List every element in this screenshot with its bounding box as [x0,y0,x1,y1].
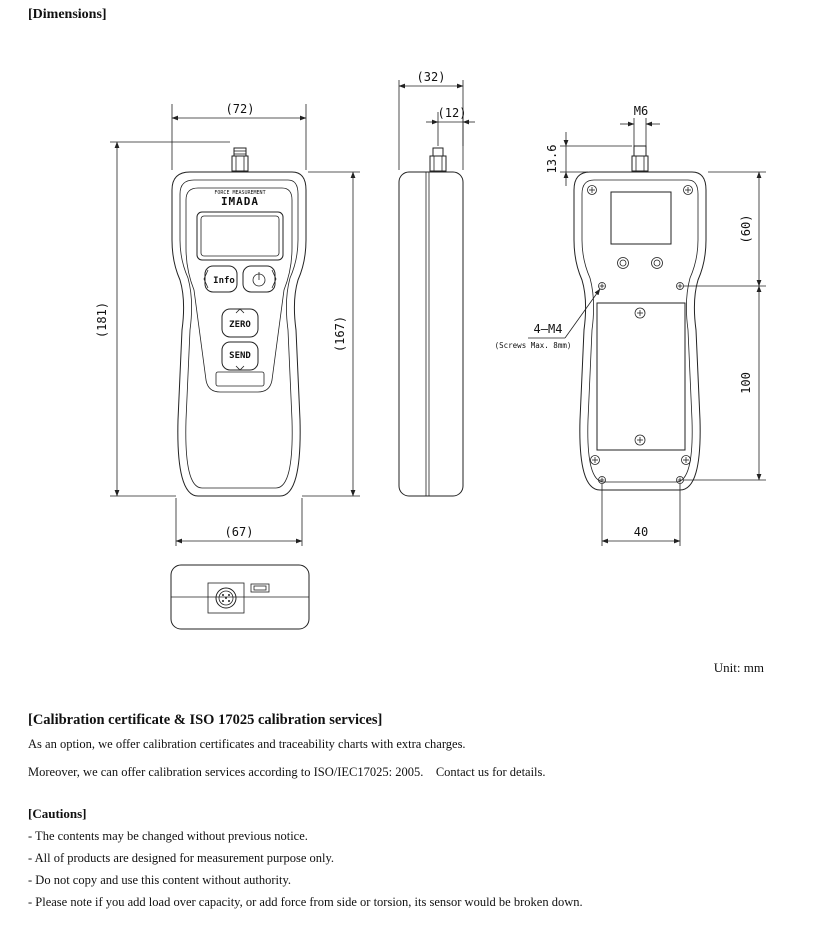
info-button-label: Info [213,276,235,286]
dim-width-top: (72) [226,102,255,116]
calibration-line-1: As an option, we offer calibration certi… [28,737,466,751]
dim-depth: (32) [417,70,446,84]
dim-height-body: (167) [333,316,347,352]
caution-item: - The contents may be changed without pr… [28,829,308,843]
brand-logo: IMADA [221,195,259,208]
caution-item: - Please note if you add load over capac… [28,895,583,909]
send-button-label: SEND [229,351,251,361]
dim-screw-note: (Screws Max. 8mm) [495,341,572,350]
zero-button-label: ZERO [229,320,251,330]
calibration-line-2: Moreover, we can offer calibration servi… [28,765,546,779]
front-view: FORCE MEASUREMENT IMADA Info ZERO SEND (… [95,102,360,546]
side-view: (32) (12) [398,70,475,497]
dim-shaft-length: 13.6 [545,145,559,174]
dim-screw-label: 4–M4 [534,322,563,336]
cautions-heading: [Cautions] [28,806,87,821]
dim-height-total: (181) [95,302,109,338]
bottom-view [170,564,310,630]
back-view: M6 13.6 (60) 100 40 4–M4 (Screws Max. 8m… [495,104,766,546]
caution-item: - All of products are designed for measu… [28,851,335,865]
caution-item: - Do not copy and use this content witho… [28,873,292,887]
dim-shaft-offset: (12) [438,106,467,120]
dimensions-heading: [Dimensions] [28,7,107,22]
dim-upper-hole-spacing: (60) [739,215,753,244]
dim-hole-width: 40 [634,525,648,539]
dim-thread: M6 [634,104,648,118]
calibration-heading: [Calibration certificate & ISO 17025 cal… [28,712,383,728]
unit-note: Unit: mm [713,660,764,675]
dim-width-bottom: (67) [225,525,254,539]
brand-small-label: FORCE MEASUREMENT [214,190,265,196]
dim-lower-hole-spacing: 100 [739,372,753,394]
dimension-drawing: FORCE MEASUREMENT IMADA Info ZERO SEND (… [95,70,766,630]
